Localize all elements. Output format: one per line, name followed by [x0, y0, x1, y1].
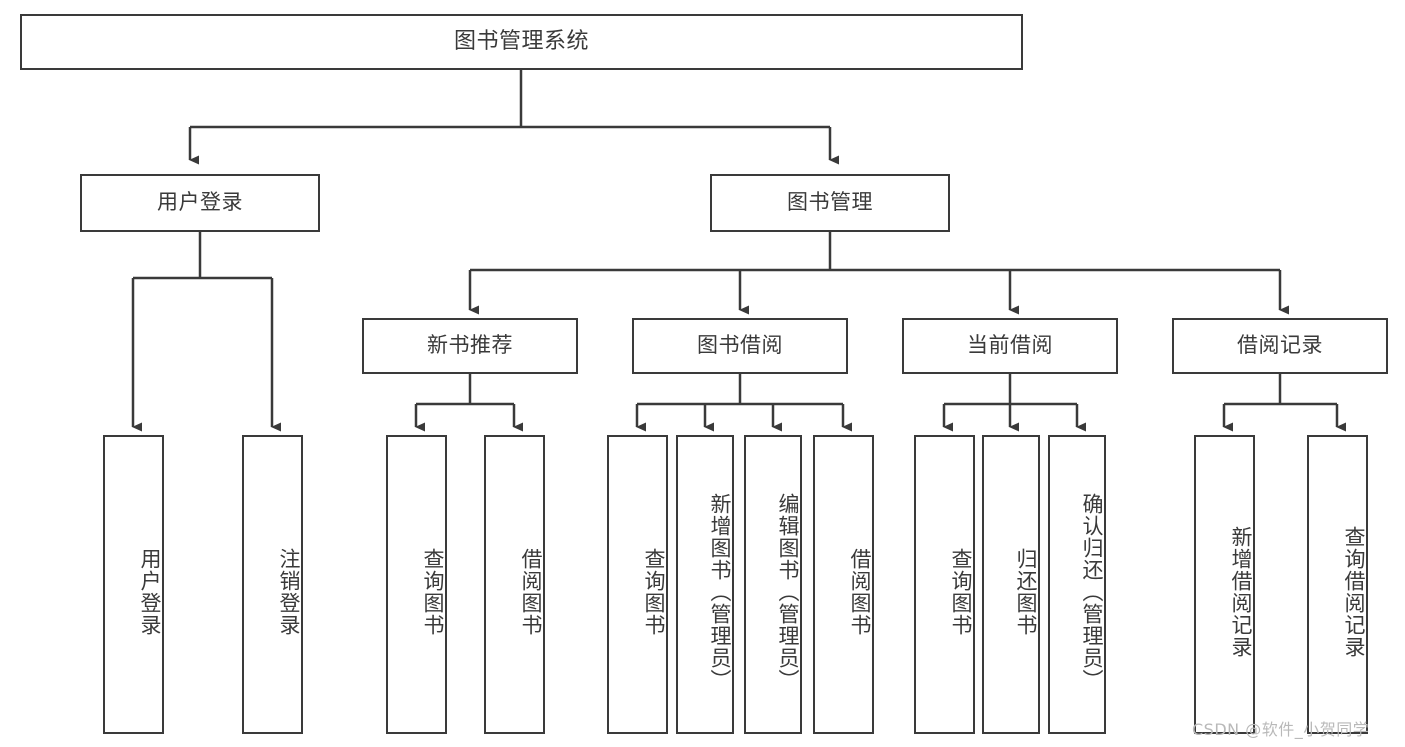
node-book-management[interactable]: 图书管理 — [710, 174, 950, 232]
node-root-system[interactable]: 图书管理系统 — [20, 14, 1023, 70]
leaf-query-record[interactable]: 查询借阅记录 — [1307, 435, 1368, 734]
node-label: 用户登录 — [138, 547, 162, 636]
node-label: 查询图书 — [949, 547, 973, 636]
leaf-add-record[interactable]: 新增借阅记录 — [1194, 435, 1255, 734]
leaf-borrow-book-1[interactable]: 借阅图书 — [484, 435, 545, 734]
node-label: 注销登录 — [277, 547, 301, 636]
node-label: 新增图书（管理员） — [708, 492, 732, 691]
node-label: 新书推荐 — [427, 333, 513, 358]
node-label: 当前借阅 — [967, 333, 1053, 358]
node-label: 图书借阅 — [697, 333, 783, 358]
node-label: 归还图书 — [1014, 547, 1038, 636]
node-label: 用户登录 — [157, 190, 243, 215]
node-label: 确认归还（管理员） — [1080, 492, 1104, 691]
node-label: 借阅记录 — [1237, 333, 1323, 358]
node-label: 图书管理系统 — [453, 28, 589, 54]
leaf-user-login[interactable]: 用户登录 — [103, 435, 164, 734]
node-label: 新增借阅记录 — [1229, 525, 1253, 658]
node-label: 查询图书 — [642, 547, 666, 636]
node-label: 借阅图书 — [519, 547, 543, 636]
node-current-borrow[interactable]: 当前借阅 — [902, 318, 1118, 374]
node-new-book-recommend[interactable]: 新书推荐 — [362, 318, 578, 374]
node-label: 编辑图书（管理员） — [776, 492, 800, 691]
leaf-query-book-1[interactable]: 查询图书 — [386, 435, 447, 734]
leaf-logout-login[interactable]: 注销登录 — [242, 435, 303, 734]
node-book-borrow[interactable]: 图书借阅 — [632, 318, 848, 374]
leaf-confirm-return[interactable]: 确认归还（管理员） — [1048, 435, 1106, 734]
leaf-return-book[interactable]: 归还图书 — [982, 435, 1040, 734]
node-label: 图书管理 — [787, 190, 873, 215]
leaf-add-book[interactable]: 新增图书（管理员） — [676, 435, 734, 734]
leaf-borrow-book-2[interactable]: 借阅图书 — [813, 435, 874, 734]
node-borrow-record[interactable]: 借阅记录 — [1172, 318, 1388, 374]
node-label: 查询借阅记录 — [1342, 525, 1366, 658]
node-user-login[interactable]: 用户登录 — [80, 174, 320, 232]
csdn-watermark: CSDN @软件_小贺同学 — [1192, 720, 1370, 739]
node-label: 查询图书 — [421, 547, 445, 636]
leaf-query-book-3[interactable]: 查询图书 — [914, 435, 975, 734]
node-label: 借阅图书 — [848, 547, 872, 636]
leaf-query-book-2[interactable]: 查询图书 — [607, 435, 668, 734]
leaf-edit-book[interactable]: 编辑图书（管理员） — [744, 435, 802, 734]
